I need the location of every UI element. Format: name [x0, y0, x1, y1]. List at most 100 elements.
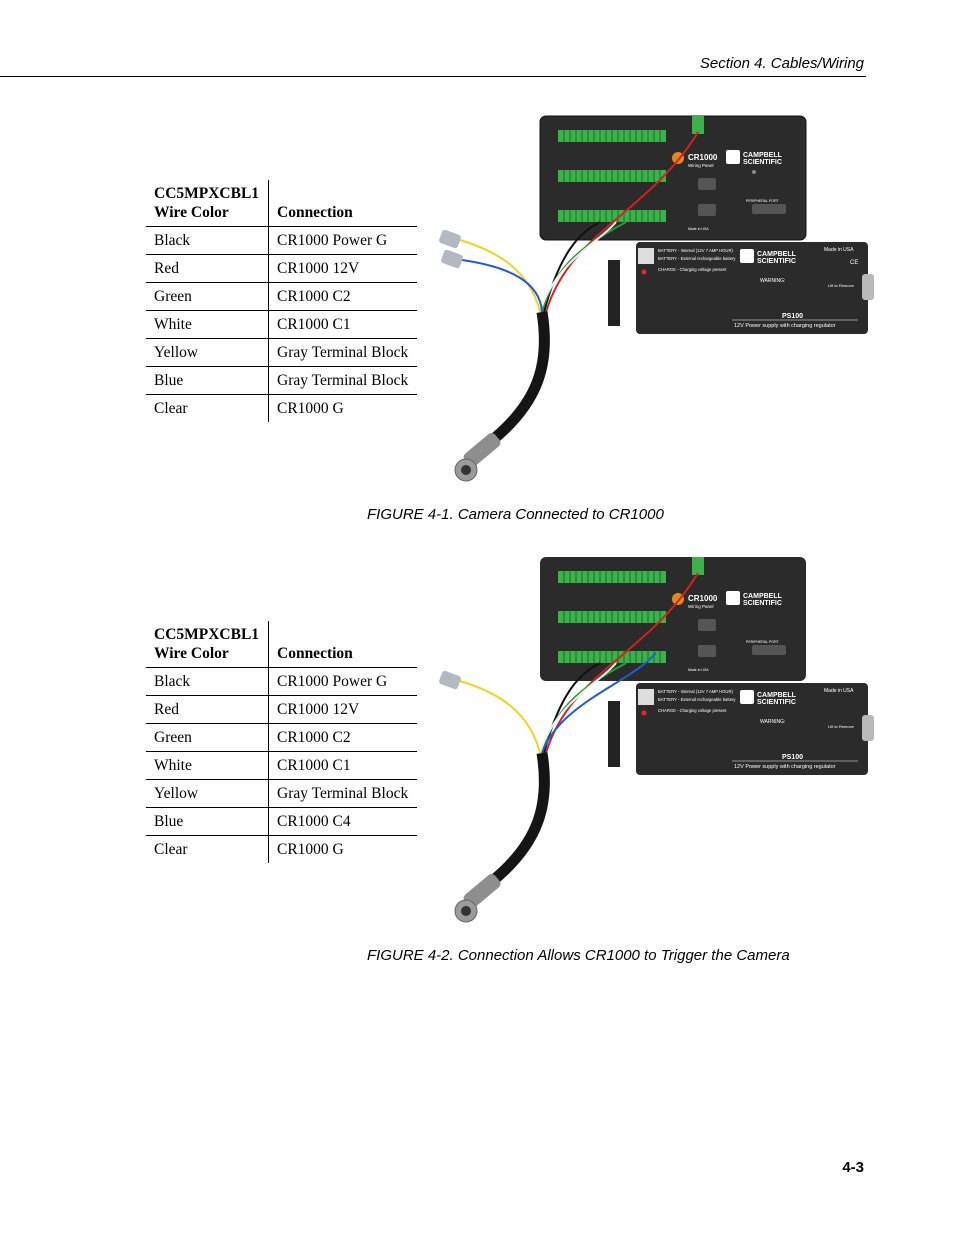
brand-line-1: CAMPBELL	[743, 152, 783, 159]
connection-cell: Gray Terminal Block	[268, 338, 417, 367]
wire-color-cell: Clear	[146, 394, 269, 422]
table-row: Clear CR1000 G	[146, 835, 417, 863]
brand-line-2: SCIENTIFIC	[757, 258, 796, 265]
ps100-description: 12V Power supply with charging regulator	[734, 764, 836, 770]
connection-cell: CR1000 G	[277, 841, 344, 858]
camera-connector	[454, 874, 501, 923]
battery-internal-label: BATTERY - Internal (12V 7 AMP HOUR)	[658, 689, 733, 694]
connection-cell: CR1000 C2	[268, 282, 417, 311]
wire-color-cell: Green	[146, 282, 269, 311]
brand-line-2: SCIENTIFIC	[757, 699, 796, 706]
brand-line-2: SCIENTIFIC	[743, 159, 782, 166]
wire-color-cell: Clear	[146, 835, 269, 863]
wire-color-cell: Green	[146, 723, 269, 752]
peripheral-port-label: PERIPHERAL PORT	[746, 199, 780, 203]
battery-external-label: BATTERY - External rechargeable battery	[658, 697, 736, 702]
ps100-label: PS100	[782, 754, 803, 761]
black-cable	[486, 311, 550, 447]
wire-color-header: CC5MPXCBL1 Wire Color	[146, 180, 269, 227]
battery-internal-label: BATTERY - Internal (12V 7 AMP HOUR)	[658, 248, 733, 253]
connection-cell: CR1000 C2	[268, 723, 417, 752]
cr1000-datalogger: CR1000 Wiring Panel CAMPBELL SCIENTIFIC …	[540, 557, 806, 681]
connection-cell: CR1000 C1	[268, 751, 417, 780]
warning-label: WARNING:	[760, 719, 785, 725]
battery-external-label: BATTERY - External rechargeable battery	[658, 256, 736, 261]
camera-wiring-figure-2: CR1000 Wiring Panel CAMPBELL SCIENTIFIC …	[439, 557, 874, 923]
connection-cell: Gray Terminal Block	[268, 366, 417, 395]
made-in-usa: Made in USA	[824, 247, 854, 253]
wire-color-cell: Red	[146, 254, 269, 283]
charge-label: CHARGE - Charging voltage present	[658, 267, 727, 272]
brand-line-1: CAMPBELL	[757, 692, 797, 699]
connection-cell: CR1000 12V	[268, 695, 417, 724]
table-header-row: CC5MPXCBL1 Wire Color Connection	[146, 180, 417, 227]
brand-line-1: CAMPBELL	[757, 251, 797, 258]
connection-header: Connection	[268, 621, 417, 668]
header-line-1: CC5MPXCBL1	[154, 626, 260, 643]
terminal-connector	[439, 670, 461, 690]
wire-color-cell: White	[146, 310, 269, 339]
lift-to-remove: Lift to Remove	[828, 283, 855, 288]
wire-color-cell: Blue	[146, 807, 269, 836]
figure-caption-1: FIGURE 4-1. Camera Connected to CR1000	[367, 506, 664, 523]
brand-line-2: SCIENTIFIC	[743, 600, 782, 607]
brand-line-1: CAMPBELL	[743, 593, 783, 600]
camera-connector	[454, 433, 501, 482]
charge-label: CHARGE - Charging voltage present	[658, 708, 727, 713]
page-header: Section 4. Cables/Wiring	[0, 54, 866, 77]
cable-wires	[459, 131, 699, 313]
black-cable	[486, 752, 550, 888]
camera-wiring-figure-1: CR1000 Wiring Panel CAMPBELL SCIENTIFIC …	[439, 115, 874, 482]
wire-color-cell: Yellow	[146, 779, 269, 808]
wiring-panel-label: Wiring Panel	[688, 604, 714, 609]
terminal-connectors	[439, 229, 463, 269]
table-row: Clear CR1000 G	[146, 394, 417, 422]
connection-cell: Gray Terminal Block	[268, 779, 417, 808]
ps100-label: PS100	[782, 313, 803, 320]
connection-cell: CR1000 C1	[268, 310, 417, 339]
header-line-2: Wire Color	[154, 645, 229, 662]
connection-cell: CR1000 Power G	[268, 667, 417, 696]
table-header-row: CC5MPXCBL1 Wire Color Connection	[146, 621, 417, 668]
ps100-description: 12V Power supply with charging regulator	[734, 323, 836, 329]
wire-color-header: CC5MPXCBL1 Wire Color	[146, 621, 269, 668]
wire-color-cell: Yellow	[146, 338, 269, 367]
wiring-panel-label: Wiring Panel	[688, 163, 714, 168]
wire-color-cell: Blue	[146, 366, 269, 395]
cable-wires	[459, 572, 699, 754]
made-in-usa: Made in USA	[824, 688, 854, 694]
connection-cell: CR1000 Power G	[268, 226, 417, 255]
figure-caption-2: FIGURE 4-2. Connection Allows CR1000 to …	[367, 947, 790, 964]
wire-color-cell: Black	[146, 667, 269, 696]
connection-header: Connection	[268, 180, 417, 227]
ps100-power-supply: BATTERY - Internal (12V 7 AMP HOUR) BATT…	[608, 683, 874, 775]
page-number: 4-3	[842, 1159, 864, 1176]
cr1000-label: CR1000	[688, 153, 718, 162]
peripheral-port-label: PERIPHERAL PORT	[746, 640, 780, 644]
made-in-usa-small: Made in USA	[688, 227, 709, 231]
ce-mark: CE	[850, 260, 858, 266]
wire-color-cell: Red	[146, 695, 269, 724]
section-title: Section 4. Cables/Wiring	[699, 55, 864, 72]
wire-color-cell: Black	[146, 226, 269, 255]
lift-to-remove: Lift to Remove	[828, 724, 855, 729]
cr1000-label: CR1000	[688, 594, 718, 603]
connection-cell: CR1000 12V	[268, 254, 417, 283]
connection-cell: CR1000 G	[277, 400, 344, 417]
connection-cell: CR1000 C4	[268, 807, 417, 836]
ps100-power-supply: BATTERY - Internal (12V 7 AMP HOUR) BATT…	[608, 242, 874, 334]
header-line-2: Wire Color	[154, 204, 229, 221]
